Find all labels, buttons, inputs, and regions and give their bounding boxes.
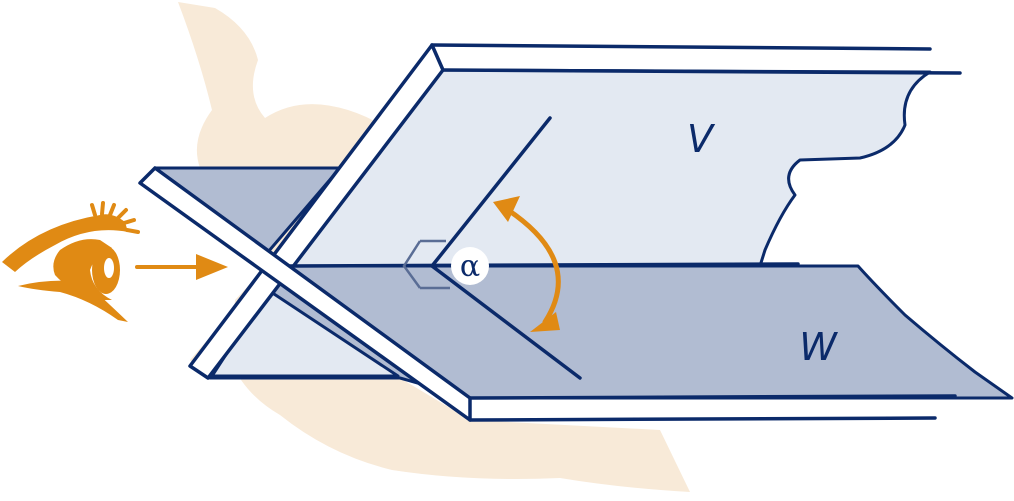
plane-v (288, 68, 932, 268)
double-headed-arc-arrow-icon (493, 196, 561, 332)
perpendicular-in-v (430, 116, 552, 268)
plane-w-label: W (799, 325, 838, 369)
angle-label-background (451, 247, 489, 285)
eye-icon (2, 201, 140, 322)
angle-label: α (460, 249, 480, 284)
plane-v-label: V (687, 117, 716, 161)
arrow-right-icon (135, 254, 228, 280)
perpendicular-in-w (430, 264, 582, 380)
intersection-line (288, 262, 800, 268)
right-angle-marker-icon (402, 239, 450, 290)
background-blob (145, 2, 690, 492)
